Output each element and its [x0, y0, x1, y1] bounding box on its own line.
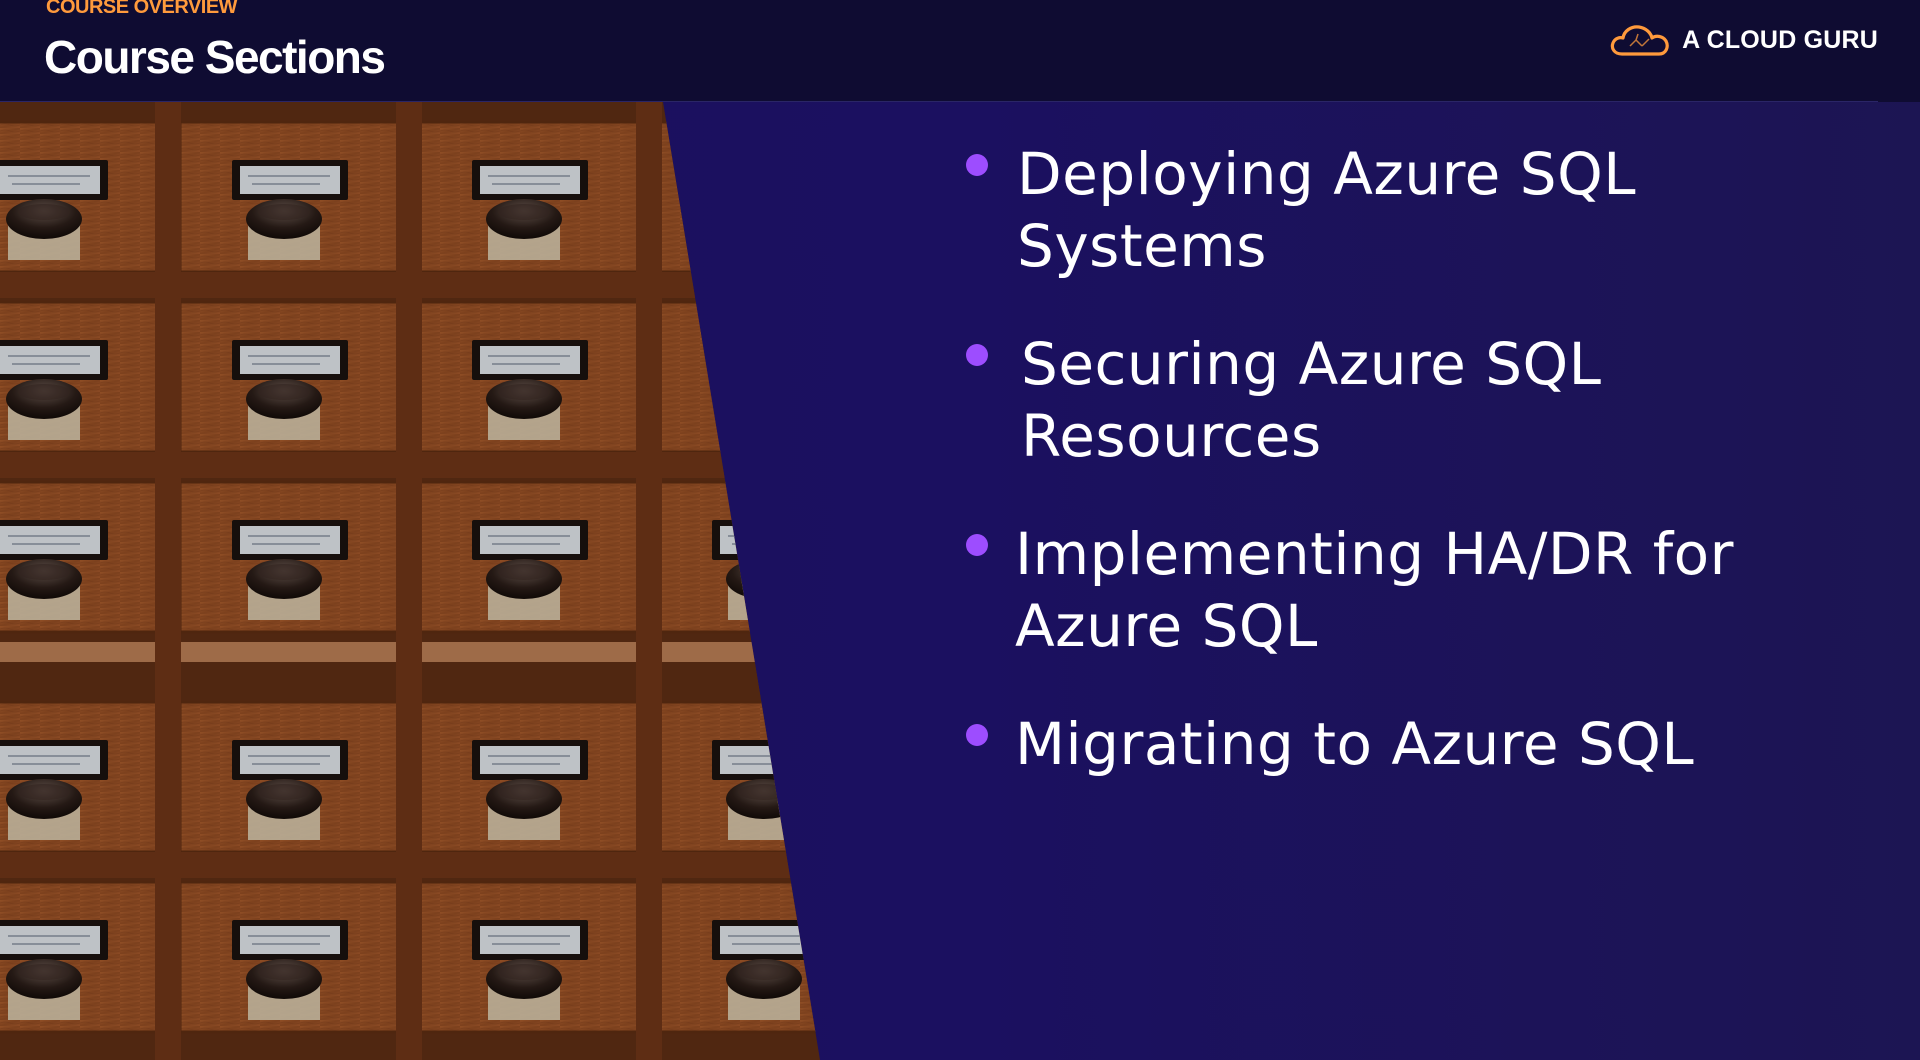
list-item-label: Implementing HA/DR for Azure SQL [1015, 520, 1735, 660]
header-bar: COURSE OVERVIEW Course Sections A CLOUD … [0, 0, 1920, 102]
list-item: Deploying Azure SQL Systems [960, 138, 1840, 282]
bullet-dot-icon [966, 344, 988, 366]
list-item: Migrating to Azure SQL [960, 708, 1840, 780]
section-eyebrow: COURSE OVERVIEW [46, 0, 238, 18]
brand-name: A CLOUD GURU [1682, 25, 1878, 54]
list-item: Implementing HA/DR for Azure SQL [960, 518, 1840, 662]
card-catalog-photo [0, 102, 820, 1060]
slide-title: Course Sections [44, 31, 386, 83]
bullet-dot-icon [966, 534, 988, 556]
bullet-dot-icon [966, 724, 988, 746]
course-sections-list: Deploying Azure SQL Systems Securing Azu… [960, 138, 1840, 780]
bullet-dot-icon [966, 154, 988, 176]
list-item-label: Securing Azure SQL Resources [1021, 330, 1602, 470]
list-item-label: Deploying Azure SQL Systems [1017, 140, 1637, 280]
list-item-label: Migrating to Azure SQL [1015, 710, 1695, 778]
cloud-logo-icon [1610, 25, 1669, 56]
list-item: Securing Azure SQL Resources [960, 328, 1840, 472]
header-divider [0, 101, 1878, 102]
brand-logo: A CLOUD GURU [1608, 18, 1878, 62]
